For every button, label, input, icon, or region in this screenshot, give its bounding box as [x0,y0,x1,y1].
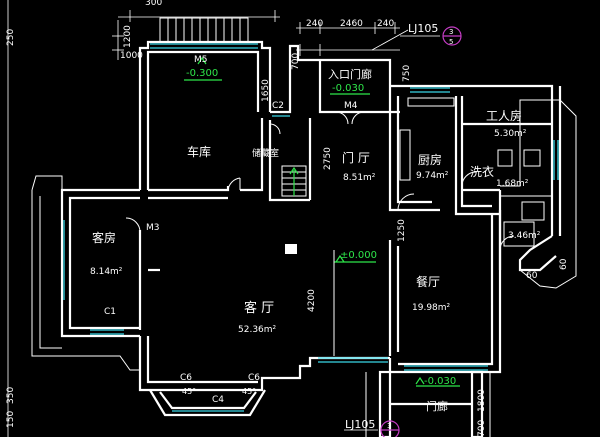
level-garage: -0.300 [186,68,218,79]
dim-4200: 4200 [307,289,317,312]
section-bottom-code: LJ105 [345,418,375,431]
section-mark-top [371,26,462,51]
dim-2460: 2460 [340,19,363,29]
label-c4: C4 [212,395,224,405]
dim-1200: 1200 [123,25,133,48]
dim-1000: 1000 [120,51,143,61]
level-entry: -0.030 [332,83,364,94]
garage-canopy [159,17,249,43]
label-angle-right: 45° [242,387,256,396]
living-area: 52.36m² [238,325,277,335]
foyer-area: 8.51m² [343,173,376,183]
label-garage: 车库 [187,144,211,159]
label-dining: 餐厅 [416,274,440,289]
dining-area: 19.98m² [412,303,451,313]
windows [63,43,559,412]
label-porch: 门廊 [426,399,448,413]
dim-2750: 2750 [323,147,333,170]
level-marker-porch [415,376,460,387]
label-c6-left: C6 [180,373,192,383]
dim-240-b: 240 [377,19,394,29]
dim-150: 150 [6,411,16,428]
level-porch: -0.030 [424,376,456,387]
porch-columns [365,370,491,437]
exterior-walls [60,40,562,417]
label-angle-left: 45° [182,387,196,396]
section-mark-bottom [344,420,400,437]
dim-240-a: 240 [306,19,323,29]
section-bottom-num: 3 [387,422,391,430]
dim-1250: 1250 [397,219,407,242]
label-c6-right: C6 [248,373,260,383]
roof-outline [31,99,577,371]
label-m3: M3 [146,223,160,233]
label-worker-room: 工人房 [486,108,522,123]
level-marker-garage [184,56,222,81]
label-guest-room: 客房 [92,230,116,245]
label-laundry: 洗衣 [470,164,494,179]
section-top-code: LJ105 [408,22,438,35]
section-top-sheet: 5 [449,38,453,46]
laundry-area: 1.68m² [496,179,529,189]
dim-350: 350 [6,387,16,404]
dim-60-a: 60 [559,258,569,270]
label-m4: M4 [344,101,358,111]
top-dimension-lines [7,0,400,437]
column-marker [285,244,297,254]
label-entry-porch: 入口门廊 [328,67,372,81]
label-storage: 储藏室 [252,147,279,159]
worker-area: 5.30m² [494,129,527,139]
dim-700: 700 [291,53,301,70]
staircase [281,165,307,197]
dim-60-b: 60 [526,271,538,281]
dim-300: 300 [145,0,162,8]
kitchen-area: 9.74m² [416,171,449,181]
kitchen-counter [399,97,545,247]
section-top-num: 3 [449,28,453,36]
label-foyer: 门 厅 [342,150,370,165]
guest-area: 8.14m² [90,267,123,277]
dim-250: 250 [6,29,16,46]
interior-walls [138,86,552,356]
dim-1650: 1650 [261,79,271,102]
level-marker-main [333,250,376,356]
label-kitchen: 厨房 [418,152,442,167]
label-c2: C2 [272,101,284,111]
level-main: ±0.000 [340,250,377,261]
label-living: 客 厅 [244,300,274,316]
label-c1: C1 [104,307,116,317]
label-m5: M5 [194,55,208,65]
dim-750: 750 [402,65,412,82]
bath-area: 3.46m² [508,231,541,241]
